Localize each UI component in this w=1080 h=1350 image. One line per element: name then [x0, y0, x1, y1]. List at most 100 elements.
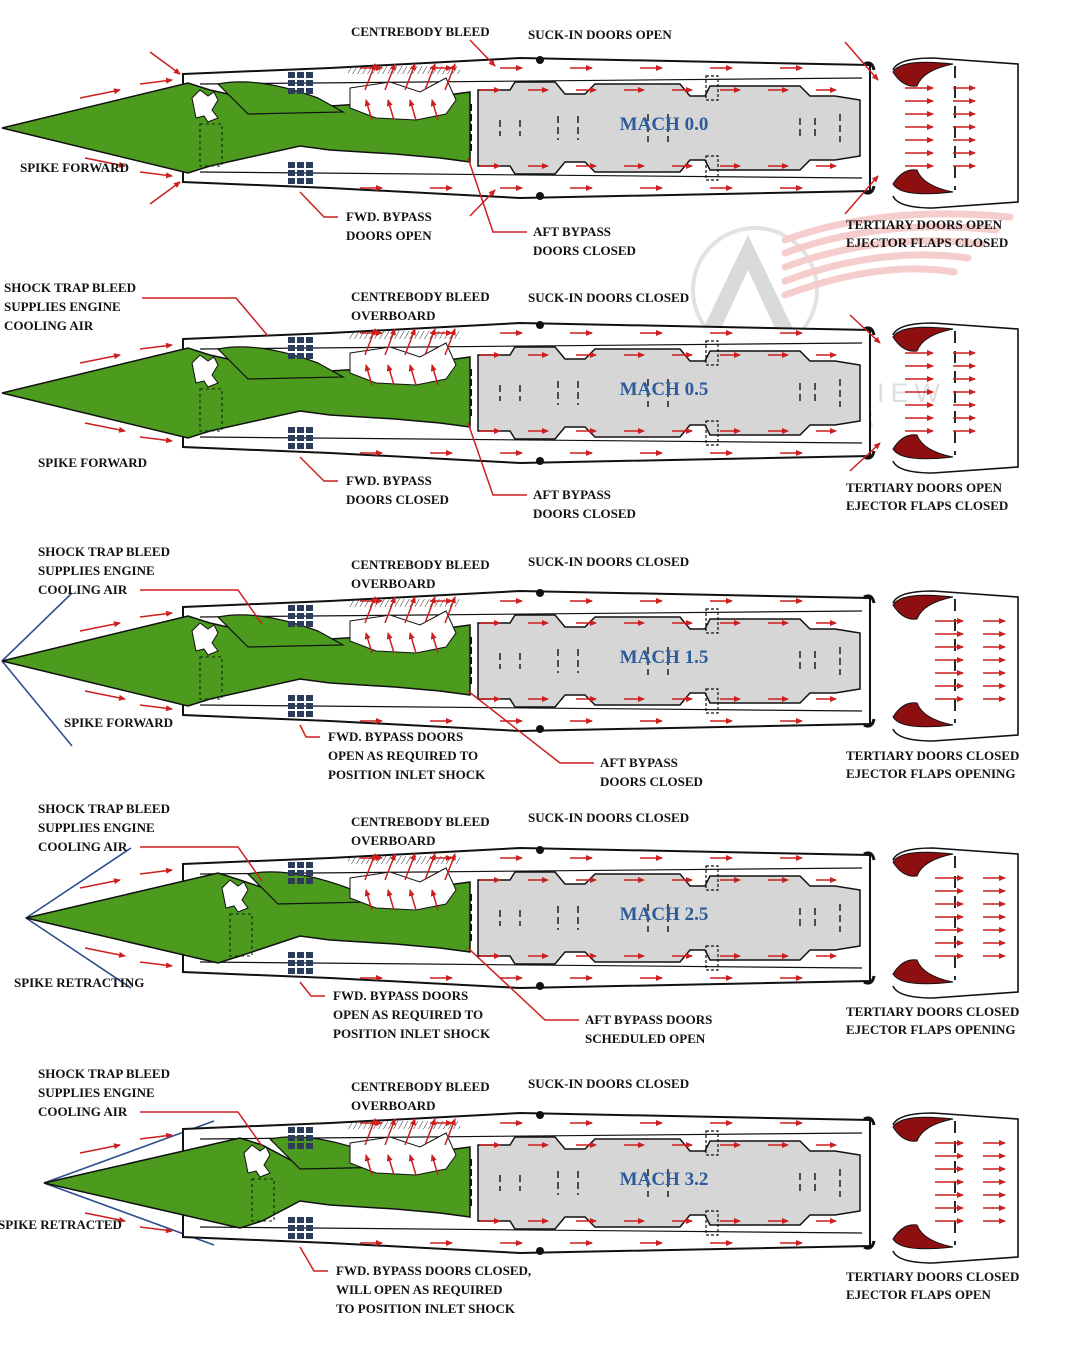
- inlet-lip-green: [216, 346, 346, 380]
- flow-arrows: [79, 314, 976, 472]
- inlet-lip-green: [216, 81, 346, 115]
- chamber-swirl-arrow: [386, 632, 395, 654]
- suckin-door-hinge-bottom: [536, 1247, 544, 1255]
- shock-trap-label-line: SUPPLIES ENGINE: [38, 1085, 155, 1100]
- engine-casing: [477, 871, 861, 965]
- inlet-arrow: [84, 422, 126, 433]
- chamber-swirl-arrow: [408, 889, 417, 911]
- aft-bypass-label-line: DOORS CLOSED: [533, 243, 636, 258]
- fwd-bypass-door-top: [306, 870, 313, 876]
- tertiary-label-line: EJECTOR FLAPS CLOSED: [846, 498, 1008, 513]
- fwd-bypass-door-top: [288, 345, 295, 351]
- fwd-bypass-door-bottom: [288, 178, 295, 184]
- watermark-wing-stroke: [781, 265, 958, 299]
- fwd-bypass-door-bottom: [306, 435, 313, 441]
- bleed-arrow: [404, 1118, 416, 1146]
- shock-trap-label-line: COOLING AIR: [38, 582, 128, 597]
- fwd-bypass-door-bottom: [306, 960, 313, 966]
- combustor-marker-bottom: [705, 688, 719, 714]
- tertiary-hinge-bottom: [863, 1240, 876, 1250]
- fwd-bypass-leader: [299, 981, 325, 997]
- spike-label: SPIKE RETRACTED: [0, 1217, 122, 1232]
- shock-trap-label-line: SHOCK TRAP BLEED: [38, 1066, 170, 1081]
- fwd-bypass-door-bottom: [297, 178, 304, 184]
- suckin-label: SUCK-IN DOORS CLOSED: [528, 1076, 689, 1091]
- ejector-nozzle: [892, 590, 1019, 742]
- fwd-bypass-door-bottom: [306, 695, 313, 701]
- fwd-bypass-label-line: WILL OPEN AS REQUIRED: [336, 1282, 503, 1297]
- suckin-door-hinge-top: [536, 56, 544, 64]
- chamber-swirl-arrow: [364, 632, 373, 654]
- fwd-bypass-label-line: OPEN AS REQUIRED TO: [333, 1007, 483, 1022]
- fwd-bypass-door-bottom: [288, 1233, 295, 1239]
- suckin-door-hinge-bottom: [536, 192, 544, 200]
- fwd-bypass-door-bottom: [288, 960, 295, 966]
- engine-casing: [477, 81, 861, 175]
- shock-trap-label-line: SUPPLIES ENGINE: [38, 563, 155, 578]
- ejector-flap-top: [892, 1116, 954, 1142]
- chamber-swirl-arrow: [364, 99, 373, 121]
- cutaway-shape: [191, 622, 219, 656]
- shock-trap-label-line: COOLING AIR: [38, 1104, 128, 1119]
- shock-trap-leader: [140, 589, 263, 625]
- fwd-bypass-door-bottom: [297, 1233, 304, 1239]
- suckin-door-hinge-top: [536, 846, 544, 854]
- suckin-arrow: [149, 51, 181, 75]
- bleed-arrow: [364, 328, 376, 356]
- spike-label: SPIKE RETRACTING: [14, 975, 144, 990]
- chamber-swirl-arrow: [408, 1154, 417, 1176]
- fwd-bypass-door-top: [288, 870, 295, 876]
- fwd-bypass-door-bottom: [288, 435, 295, 441]
- inlet-arrow: [79, 88, 121, 99]
- tertiary-hinge-top: [863, 594, 876, 604]
- fwd-bypass-door-top: [306, 1143, 313, 1149]
- fwd-bypass-label-line: FWD. BYPASS DOORS CLOSED,: [336, 1263, 531, 1278]
- inlet-arrow: [139, 436, 173, 444]
- shock-trap-label-line: COOLING AIR: [38, 839, 128, 854]
- watermark-a-shape: [700, 235, 796, 335]
- fwd-bypass-door-top: [288, 1135, 295, 1141]
- centrebody-label-line: OVERBOARD: [351, 308, 436, 323]
- fwd-bypass-door-top: [288, 337, 295, 343]
- tertiary-label-line: TERTIARY DOORS CLOSED: [846, 748, 1019, 763]
- suckin-door-hinge-bottom: [536, 725, 544, 733]
- centrebody-label-line: CENTREBODY BLEED: [351, 1079, 490, 1094]
- ejector-flap-bottom: [892, 1224, 954, 1250]
- spike-grille: [199, 656, 223, 700]
- fwd-bypass-door-top: [306, 345, 313, 351]
- flow-arrows: [79, 853, 1006, 981]
- ejector-nozzle: [892, 322, 1019, 474]
- inlet-arrow: [79, 353, 121, 364]
- engine-core: MACH 2.5: [477, 865, 861, 971]
- fwd-bypass-door-bottom: [297, 427, 304, 433]
- inlet-arrow: [84, 1212, 126, 1223]
- cutaway-bleed-chamber: [349, 342, 457, 386]
- fwd-bypass-door-bottom: [306, 1225, 313, 1231]
- inlet-arrow: [139, 610, 173, 618]
- shock-trap-label-line: COOLING AIR: [4, 318, 94, 333]
- cutaway-shape: [191, 89, 219, 123]
- chamber-swirl-arrow: [386, 1154, 395, 1176]
- fwd-bypass-label-line: FWD. BYPASS DOORS: [333, 988, 468, 1003]
- aft-bypass-label-line: DOORS CLOSED: [600, 774, 703, 789]
- fwd-bypass-door-top: [306, 621, 313, 627]
- ejector-nozzle: [892, 1112, 1019, 1264]
- engine-core: MACH 0.5: [477, 340, 861, 446]
- centrebody-label-line: CENTREBODY BLEED: [351, 24, 490, 39]
- spike-grille: [199, 388, 223, 432]
- centrebody-bleed-hatch: [348, 66, 460, 74]
- bleed-arrow: [424, 328, 436, 356]
- combustor-marker-top: [705, 1130, 719, 1156]
- aft-bypass-leader: [467, 422, 527, 496]
- fwd-bypass-leader: [299, 724, 320, 738]
- mach-label: MACH 0.0: [620, 114, 709, 135]
- inlet-arrow: [84, 690, 126, 701]
- tertiary-label-line: TERTIARY DOORS CLOSED: [846, 1004, 1019, 1019]
- fwd-bypass-door-bottom: [297, 952, 304, 958]
- fwd-bypass-door-top: [297, 337, 304, 343]
- spike-grille: [229, 913, 253, 957]
- fwd-bypass-leader: [299, 191, 338, 218]
